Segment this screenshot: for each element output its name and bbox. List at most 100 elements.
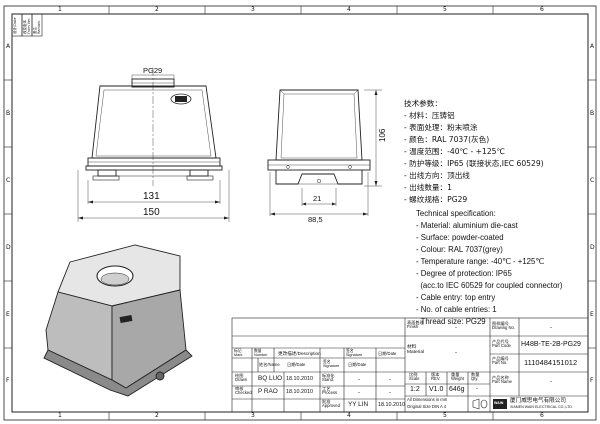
specs-cn-line: - 温度范围：-40℃ - +125℃ [404, 147, 506, 156]
part-name-label: 产品名称 Part Name [492, 375, 513, 385]
zone-col-5-bottom: 5 [443, 412, 447, 419]
dim-150: 150 [143, 207, 160, 218]
drawn-name: BQ LUO [258, 375, 283, 382]
date-column-label: 日期/Date [287, 362, 306, 367]
specs-en-line: - Surface: powder-coated [416, 233, 504, 242]
name-column-label: 姓名/Name [259, 362, 280, 367]
zone-row-e-right: E [590, 311, 594, 318]
zone-col-6-bottom: 6 [540, 412, 544, 419]
specs-en-line: - Temperature range: -40℃ - +125℃ [416, 257, 545, 266]
approved-date: 18.10.2010 [378, 402, 405, 408]
front-view [77, 68, 230, 222]
company-name-cn: 厦门威思电气有限公司 [510, 398, 566, 404]
specs-cn-line: - 防护等级：IP65 (联接状态,IEC 60529) [404, 159, 544, 168]
checked-name: P RAO [258, 388, 278, 395]
rev-header-description: 更改描述/Description [278, 351, 321, 356]
zone-row-c: C [6, 177, 11, 184]
part-no-value: 1110484151012 [524, 358, 578, 367]
corner-revision-cells [11, 13, 43, 37]
part-no-label: 产品编号 Part No. [492, 356, 509, 366]
zone-col-2-bottom: 2 [155, 412, 159, 419]
zone-row-f-right: F [590, 377, 594, 384]
specs-en-line: - Material: aluminium die-cast [416, 221, 518, 230]
original-size-note: Original Size DIN A 4 [407, 404, 447, 409]
rev-header-mark: 标记 Mark [234, 349, 243, 357]
process-label: 工艺 Process [322, 386, 338, 396]
zone-col-3-top: 3 [251, 6, 255, 13]
zone-row-d-right: D [590, 244, 595, 251]
company-logo [493, 399, 507, 409]
zone-row-d: D [6, 244, 11, 251]
stand-date: - [389, 377, 391, 383]
part-name-value: - [550, 379, 552, 385]
qty-value: - [476, 386, 478, 392]
rev-header-number: 数量 Number [254, 349, 268, 357]
qty-label: 数量 Qty. [471, 372, 480, 382]
material-value: - [455, 350, 457, 356]
signature-date-column-label: 日期/Date [348, 362, 367, 367]
approved-label: 批准 Approved [322, 399, 340, 409]
checked-label: 审核 Checked [235, 386, 252, 396]
corner-cell-date: 设计/Date [13, 17, 17, 34]
specs-cn-line: - 颜色：RAL 7037(灰色) [404, 135, 490, 144]
dim-88-5: 88,5 [308, 215, 323, 224]
finish-label: 表面处理 Finish [407, 320, 424, 330]
drawn-label: 绘图 Drawn [235, 373, 248, 383]
stand-value: - [358, 377, 360, 383]
drawing-no-value: - [550, 325, 552, 331]
iso-logo-mark [119, 315, 133, 323]
zone-row-b: B [6, 110, 11, 117]
specs-en-line: - Degree of protection: IP65 [416, 269, 512, 278]
dim-pg29: PG29 [143, 66, 163, 75]
specs-en-line: (acc.to IEC 60529 for coupled connector) [416, 281, 563, 290]
corner-cell-remark: 备注 Remark [33, 20, 41, 34]
rev-header-signature: 签名 Signature [346, 349, 363, 357]
zone-col-5-top: 5 [443, 6, 447, 13]
side-view [267, 89, 382, 216]
scale-value: 1:2 [410, 386, 420, 393]
specs-cn-line: - 出线数量：1 [404, 183, 452, 192]
approved-name: YY LIN [348, 401, 369, 408]
specs-cn-line: - 表面处理：粉末喷涂 [404, 123, 478, 132]
checked-date: 18.10.2010 [286, 389, 313, 395]
company-name-en: XIAMEN WAIN ELECTRICAL CO.,LTD [510, 405, 572, 409]
zone-row-a-right: A [590, 43, 595, 50]
isometric-view [43, 244, 193, 397]
specs-en-line: - Thread size: PG29 [416, 317, 486, 326]
specs-cn-line: - 材料：压铸铝 [404, 111, 455, 120]
signature-column-label: 签名 Signature [323, 360, 340, 368]
material-label: 材料 Material [407, 345, 425, 355]
weight-value: 646g [449, 386, 465, 393]
zone-ticks-top [4, 6, 596, 420]
process-date: - [389, 390, 391, 396]
drawing-no-label: 图样编号 Drawing No. [492, 321, 516, 331]
corner-cell-from-ver: 改变版本 From Ver. [23, 17, 31, 34]
weight-label: 重量 Weight [451, 372, 464, 382]
dim-21: 21 [313, 194, 322, 203]
specs-en-line: - Colour: RAL 7037(grey) [416, 245, 503, 254]
zone-col-1-top: 1 [58, 6, 62, 13]
rev-header-date: 日期/Date [378, 351, 397, 356]
zone-col-4-bottom: 4 [347, 412, 351, 419]
specs-en-title: Technical specification: [416, 209, 496, 218]
process-name: - [358, 390, 360, 396]
rev-value: V1.0 [429, 386, 444, 393]
zone-col-1-bottom: 1 [58, 412, 62, 419]
zone-row-f: F [6, 377, 10, 384]
scale-label: 比例 Scale [409, 372, 420, 382]
dim-131: 131 [143, 191, 160, 202]
front-logo-mark [175, 96, 187, 102]
specs-cn-line: - 出线方向：顶出线 [404, 171, 470, 180]
zone-row-b-right: B [590, 110, 595, 117]
dim-106: 106 [378, 128, 387, 142]
zone-row-c-right: C [590, 177, 595, 184]
specs-cn-title: 技术参数： [404, 99, 442, 108]
zone-col-3-bottom: 3 [251, 412, 255, 419]
company-logo-text: WAIN [494, 401, 504, 405]
part-code-value: H48B-TE-2B-PG29 [521, 341, 581, 348]
zone-col-4-top: 4 [347, 6, 351, 13]
drawn-date: 18.10.2010 [286, 376, 313, 382]
dimension-note: All Dimensions in mm [407, 397, 448, 402]
zone-col-2-top: 2 [155, 6, 159, 13]
